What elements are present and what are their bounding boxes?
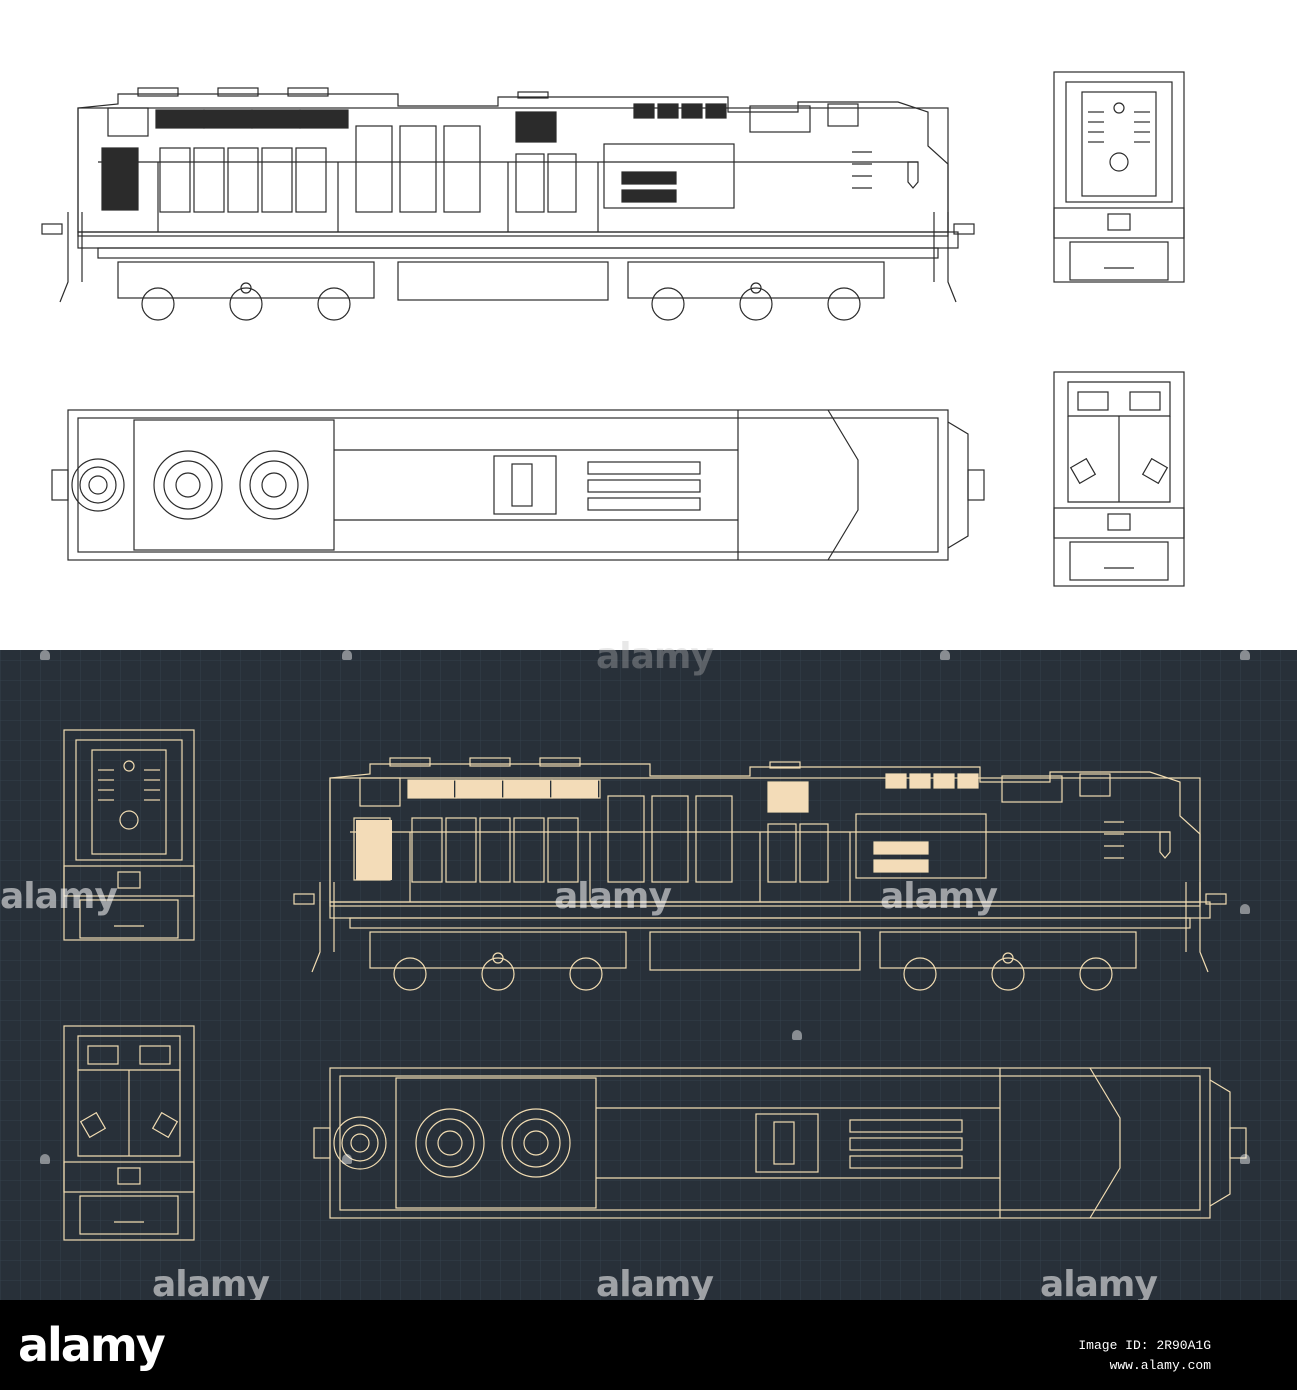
footer-url: www.alamy.com xyxy=(1109,1358,1211,1373)
top-fill-panels xyxy=(102,104,726,210)
watermark-mark xyxy=(40,650,50,660)
watermark-left: alamy xyxy=(0,876,118,917)
watermark-mark xyxy=(1240,650,1250,660)
top-view xyxy=(51,409,985,561)
cab-view xyxy=(1053,371,1185,587)
end-view xyxy=(1053,71,1185,283)
watermark-bottom-left: alamy xyxy=(152,1264,270,1305)
watermark-bottom-right: alamy xyxy=(1040,1264,1158,1305)
watermark-mark xyxy=(1240,904,1250,914)
blueprint-grid xyxy=(0,650,1297,1300)
footer-image-id: Image ID: 2R90A1G xyxy=(1078,1338,1211,1353)
watermark-mark xyxy=(792,1030,802,1040)
top-drawings xyxy=(41,71,1185,587)
watermark-bottom-center: alamy xyxy=(596,1264,714,1305)
watermark-top: alamy xyxy=(596,636,714,677)
watermark-mark xyxy=(940,650,950,660)
blueprint-fill-panels xyxy=(356,774,978,880)
watermark-mark xyxy=(1240,1154,1250,1164)
watermark-mark xyxy=(342,1154,352,1164)
watermark-right: alamy xyxy=(880,876,998,917)
watermark-mark xyxy=(342,650,352,660)
locomotive-drawings xyxy=(0,71,1297,1300)
watermark-mark xyxy=(40,1154,50,1164)
watermark-center: alamy xyxy=(554,876,672,917)
footer-brand-logo: alamy xyxy=(18,1318,166,1372)
footer-bar xyxy=(0,1300,1297,1390)
